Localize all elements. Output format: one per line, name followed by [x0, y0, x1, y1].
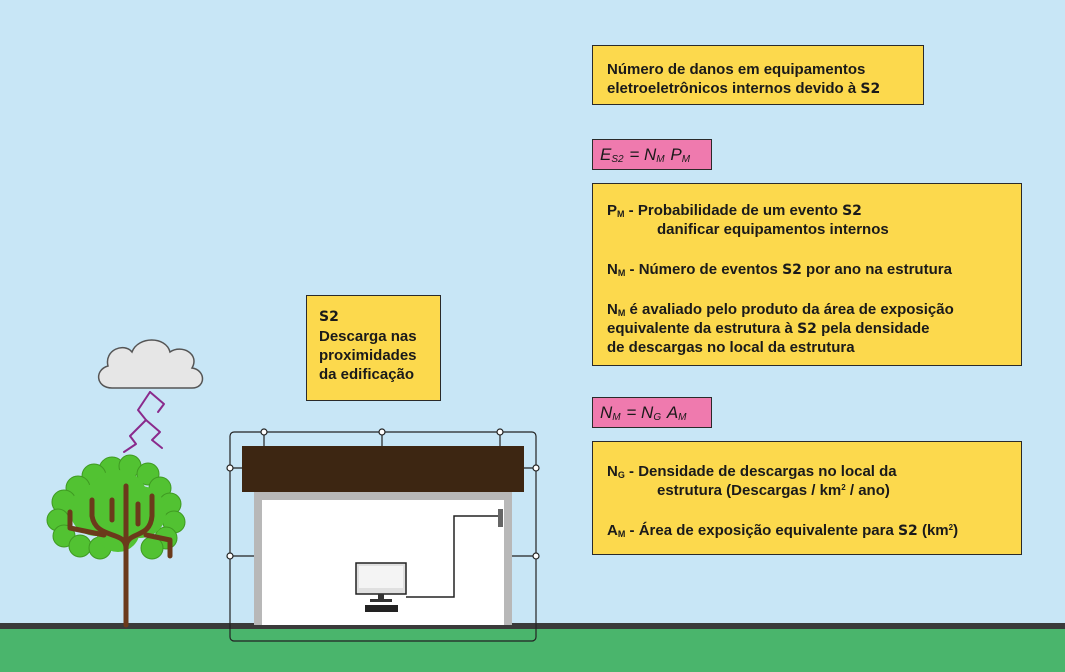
note-symbol: NM: [607, 301, 626, 318]
wall-socket: [498, 509, 503, 527]
s2-label-line-1: Descarga nas: [319, 328, 417, 345]
formula-es2-term2: PM: [670, 144, 691, 165]
def-ng-symbol: NG: [607, 463, 625, 480]
title-line-2-bold: S2: [860, 81, 881, 97]
frame-nodes: [226, 428, 540, 560]
formula-es2-equals: =: [629, 144, 640, 164]
def-am-bold: S2: [897, 523, 918, 539]
formula-nm-term1: NG: [641, 402, 662, 423]
def-nm-text-b: por ano na estrutura: [801, 261, 952, 278]
def-pm-text-a: Probabilidade de um evento: [637, 202, 843, 219]
formula-nm-equals: =: [626, 402, 637, 422]
def-pm-bold: S2: [842, 203, 862, 219]
def-nm-text-a: Número de eventos: [638, 261, 783, 278]
note-text-2-bold: S2: [797, 321, 817, 337]
note-line-2: equivalente da estrutura à S2 pela densi…: [607, 319, 1013, 339]
def-nm-line: NM - Número de eventos S2 por ano na est…: [607, 260, 1013, 283]
formula-es2-lhs: ES2: [600, 144, 624, 165]
def-am-line: AM - Área de exposição equivalente para …: [607, 521, 1013, 544]
definitions-box-2: NG - Densidade de descargas no local da …: [592, 441, 1022, 555]
tree: [46, 454, 186, 628]
formula-es2-term1: NM: [643, 144, 665, 165]
def-nm-bold: S2: [782, 262, 802, 278]
title-line-2-prefix: eletroeletrônicos internos devido à: [607, 80, 861, 97]
data-cable: [406, 515, 500, 598]
s2-label-heading: S2: [319, 309, 339, 325]
note-line-3: de descargas no local da estrutura: [607, 339, 855, 356]
cloud-icon: [98, 339, 204, 389]
formula-nm-box: NM = NG AM: [592, 397, 712, 428]
title-line-1: Número de danos em equipamentos: [607, 61, 866, 78]
ground: [0, 627, 1065, 672]
note-text-2a: equivalente da estrutura à: [607, 320, 798, 337]
computer-monitor-icon: [355, 562, 407, 612]
note-text-1: é avaliado pelo produto da área de expos…: [625, 301, 954, 318]
tree-trunk: [67, 483, 173, 628]
building-roof: [242, 446, 524, 492]
formula-nm-lhs: NM: [600, 402, 621, 423]
title-box: Número de danos em equipamentos eletroel…: [592, 45, 924, 105]
s2-label-line-2: proximidades: [319, 347, 417, 364]
s2-label-line-3: da edificação: [319, 366, 415, 383]
def-ng-text-1: Densidade de descargas no local da: [638, 463, 897, 480]
building: [242, 446, 524, 625]
lightning-bolt-icon: [123, 391, 165, 453]
def-am-symbol: AM: [607, 522, 626, 539]
def-am-text-a: Área de exposição equivalente para: [638, 522, 898, 539]
definitions-box-1: PM - Probabilidade de um evento S2 danif…: [592, 183, 1022, 366]
tree-foliage: [46, 454, 186, 560]
s2-label-box: S2 Descarga nas proximidades da edificaç…: [306, 295, 441, 401]
def-pm-line-2: danificar equipamentos internos: [657, 221, 889, 238]
def-ng-line-1: NG - Densidade de descargas no local da: [607, 462, 1013, 485]
note-line-1: NM é avaliado pelo produto da área de ex…: [607, 300, 1013, 323]
note-text-2b: pela densidade: [816, 320, 930, 337]
def-ng-line-2: estrutura (Descargas / km2 / ano): [657, 482, 890, 499]
def-nm-symbol: NM: [607, 261, 626, 278]
formula-es2-box: ES2 = NM PM: [592, 139, 712, 170]
ground-line: [0, 623, 1065, 629]
formula-nm-term2: AM: [666, 402, 687, 423]
def-pm-symbol: PM: [607, 202, 625, 219]
def-pm-line-1: PM - Probabilidade de um evento S2: [607, 201, 1013, 224]
